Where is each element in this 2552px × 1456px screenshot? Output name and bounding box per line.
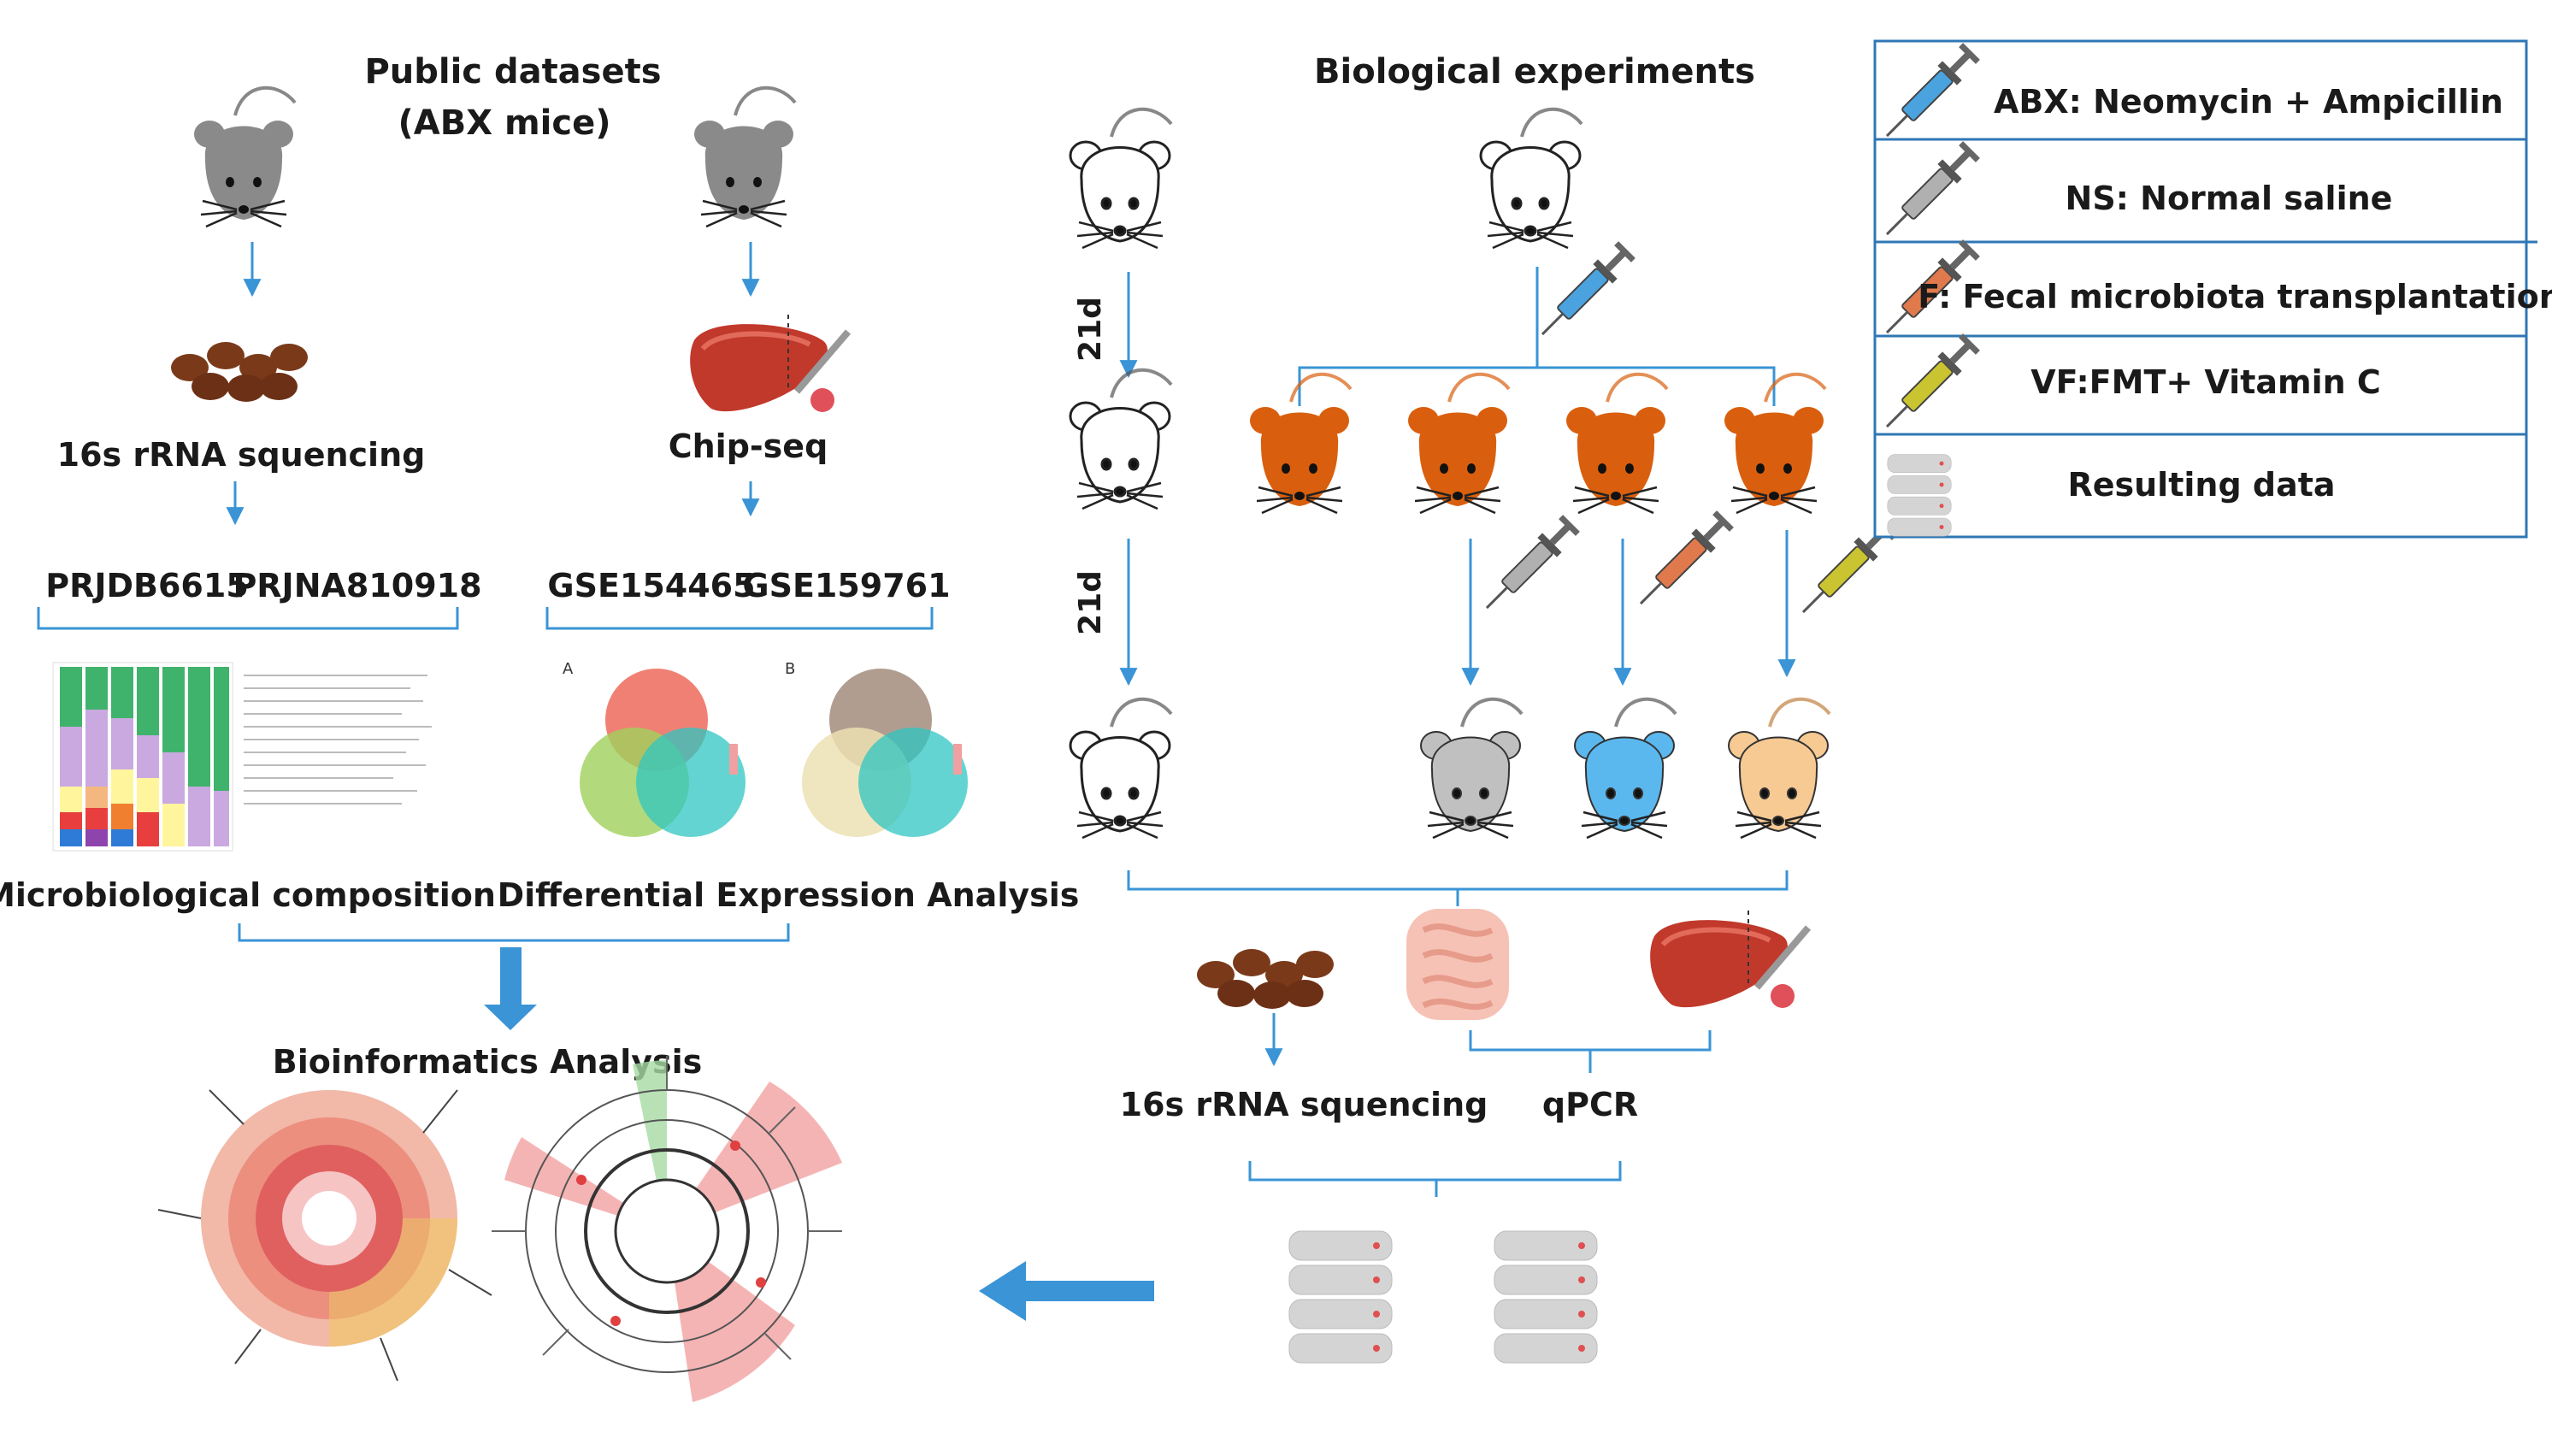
liver-icon-bio [1650, 911, 1808, 1008]
big-down-arrow [484, 947, 537, 1030]
bracket-line [238, 923, 790, 942]
bio-title: Biological experiments [1314, 52, 1755, 91]
dea-label: Differential Expression Analysis [498, 876, 1080, 914]
bracket-line [1127, 870, 1789, 891]
day-label-1: 21d [1073, 297, 1108, 362]
feces-icon-bio [1197, 949, 1334, 1009]
legend-row-3 [1873, 334, 2528, 436]
dataset-gse154465: GSE154465 [547, 567, 755, 604]
bracket-line [545, 607, 934, 630]
legend-label-data: Resulting data [2067, 466, 2335, 504]
mouse-icon-right [693, 85, 797, 228]
liver-icon-public [690, 315, 848, 412]
mouse-icon-white-control-2 [1069, 368, 1173, 510]
dataset-prjna810918: PRJNA810918 [233, 567, 481, 604]
legend-label-fmt: F: Fecal microbiota transplantation [1918, 278, 2552, 315]
intestine-icon [1406, 909, 1509, 1020]
legend-row-2 [1873, 240, 2528, 338]
mouse-icon-orange-3 [1565, 372, 1669, 515]
legend-label-abx: ABX: Neomycin + Ampicillin [1994, 83, 2503, 121]
krona-chart-thumbnail [157, 1089, 492, 1382]
legend: ABX: Neomycin + Ampicillin NS: Normal sa… [1873, 39, 2552, 539]
legend-label-vf: VF:FMT+ Vitamin C [2030, 363, 2381, 401]
mouse-icon-white-control [1069, 107, 1173, 250]
mouse-icon-peach [1727, 697, 1831, 840]
legend-row-1 [1873, 138, 2528, 244]
database-icon-2 [1494, 1230, 1598, 1364]
cladogram-thumbnail [492, 1056, 842, 1402]
venn-diagram-a-thumbnail: A [563, 660, 746, 837]
bioinfo-label: Bioinformatics Analysis [273, 1043, 703, 1081]
public-title: Public datasets [364, 52, 661, 91]
dataset-prjdb6615: PRJDB6615 [45, 567, 249, 604]
venn-b-letter: B [785, 660, 795, 678]
day-label-2: 21d [1073, 570, 1108, 635]
mouse-icon-blue [1573, 697, 1677, 840]
syringe-gray-icon [1476, 512, 1582, 619]
legend-label-ns: NS: Normal saline [2066, 180, 2393, 217]
qpcr-label: qPCR [1542, 1086, 1638, 1123]
microbio-label: Microbiological composition [0, 876, 496, 914]
bracket-line [1248, 1161, 1622, 1182]
syringe-blue-icon [1531, 239, 1638, 345]
mouse-icon-white-source [1479, 107, 1583, 250]
bracket-line [1469, 1030, 1712, 1052]
feces-icon-public [171, 342, 308, 402]
chip-seq-label: Chip-seq [669, 427, 828, 465]
stacked-bar-thumbnail [52, 662, 436, 852]
bracket-line [37, 607, 459, 630]
database-icon-1 [1288, 1230, 1393, 1364]
mouse-icon-gray [1419, 697, 1524, 840]
mouse-icon-left [192, 85, 297, 228]
legend-row-0 [1873, 39, 2528, 141]
big-left-arrow [979, 1261, 1154, 1321]
bracket-line [1298, 366, 1776, 406]
mouse-icon-white-final [1069, 697, 1173, 840]
public-subtitle: (ABX mice) [398, 103, 610, 143]
venn-diagram-b-thumbnail: B [785, 660, 968, 837]
venn-a-letter: A [563, 660, 574, 678]
dataset-gse159761: GSE159761 [742, 567, 950, 604]
mouse-icon-orange-2 [1406, 372, 1511, 515]
syringe-orange-icon [1630, 508, 1736, 615]
legend-row-4 [1873, 433, 2528, 539]
public-seq-label: 16s rRNA squencing [57, 436, 426, 474]
bio-seq-label: 16s rRNA squencing [1120, 1086, 1488, 1123]
